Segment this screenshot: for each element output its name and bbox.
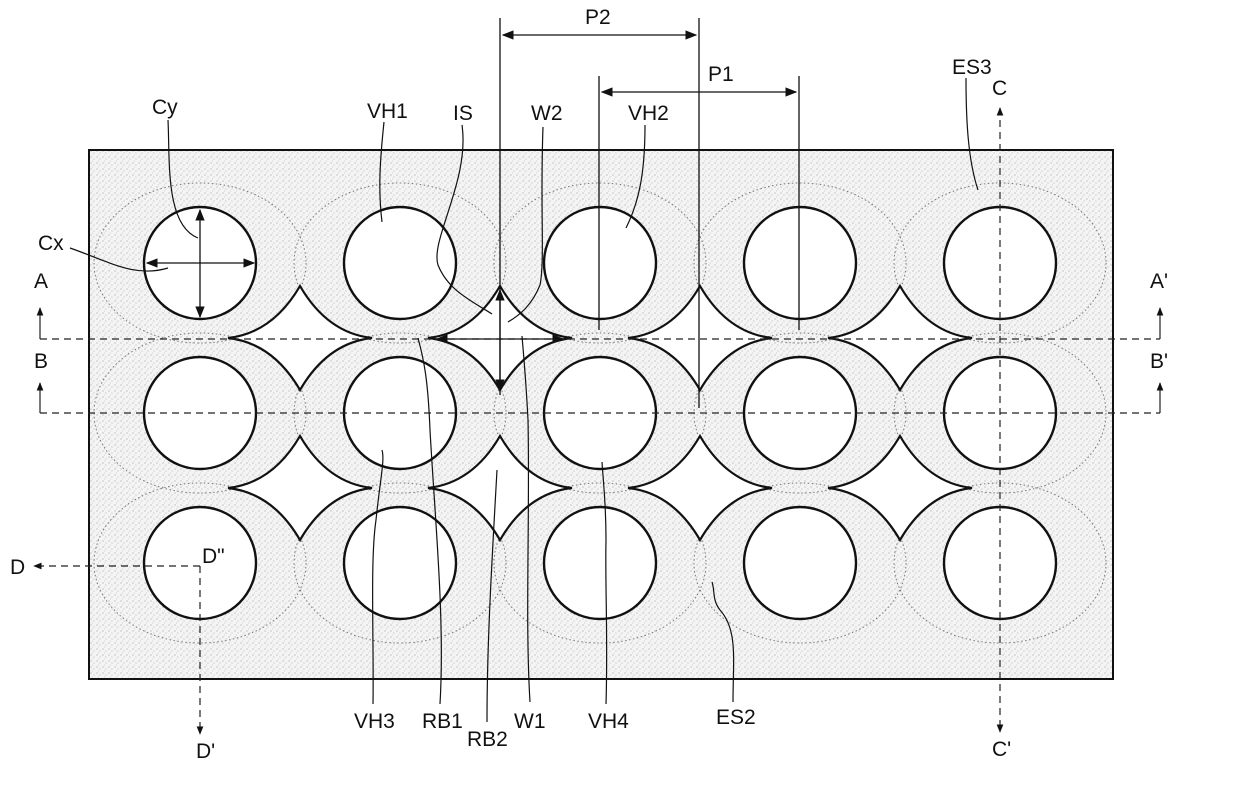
label-c-prime: C' bbox=[992, 738, 1011, 761]
label-rb1: RB1 bbox=[422, 710, 463, 733]
label-w2: W2 bbox=[531, 102, 563, 125]
label-cy: Cy bbox=[152, 96, 178, 119]
label-cx: Cx bbox=[38, 232, 64, 255]
label-es3: ES3 bbox=[952, 56, 992, 79]
label-rb2: RB2 bbox=[467, 728, 508, 751]
label-es2: ES2 bbox=[716, 706, 756, 729]
label-d: D bbox=[10, 556, 25, 579]
label-b: B bbox=[34, 350, 48, 373]
label-b-prime: B' bbox=[1150, 350, 1168, 373]
label-vh3: VH3 bbox=[354, 710, 395, 733]
via-hole bbox=[544, 207, 656, 319]
label-c: C bbox=[992, 77, 1007, 100]
label-p1: P1 bbox=[708, 63, 734, 86]
label-is: IS bbox=[453, 102, 473, 125]
label-d-prime: D' bbox=[196, 740, 215, 763]
via-hole bbox=[344, 207, 456, 319]
label-vh1: VH1 bbox=[367, 100, 408, 123]
label-a: A bbox=[34, 270, 48, 293]
via-hole bbox=[344, 507, 456, 619]
label-p2: P2 bbox=[585, 6, 611, 29]
label-vh2: VH2 bbox=[628, 102, 669, 125]
label-a-prime: A' bbox=[1150, 270, 1168, 293]
label-vh4: VH4 bbox=[588, 710, 629, 733]
label-w1: W1 bbox=[514, 710, 546, 733]
via-hole bbox=[744, 507, 856, 619]
via-hole bbox=[744, 207, 856, 319]
label-d-double-prime: D" bbox=[202, 545, 225, 568]
via-hole bbox=[544, 507, 656, 619]
